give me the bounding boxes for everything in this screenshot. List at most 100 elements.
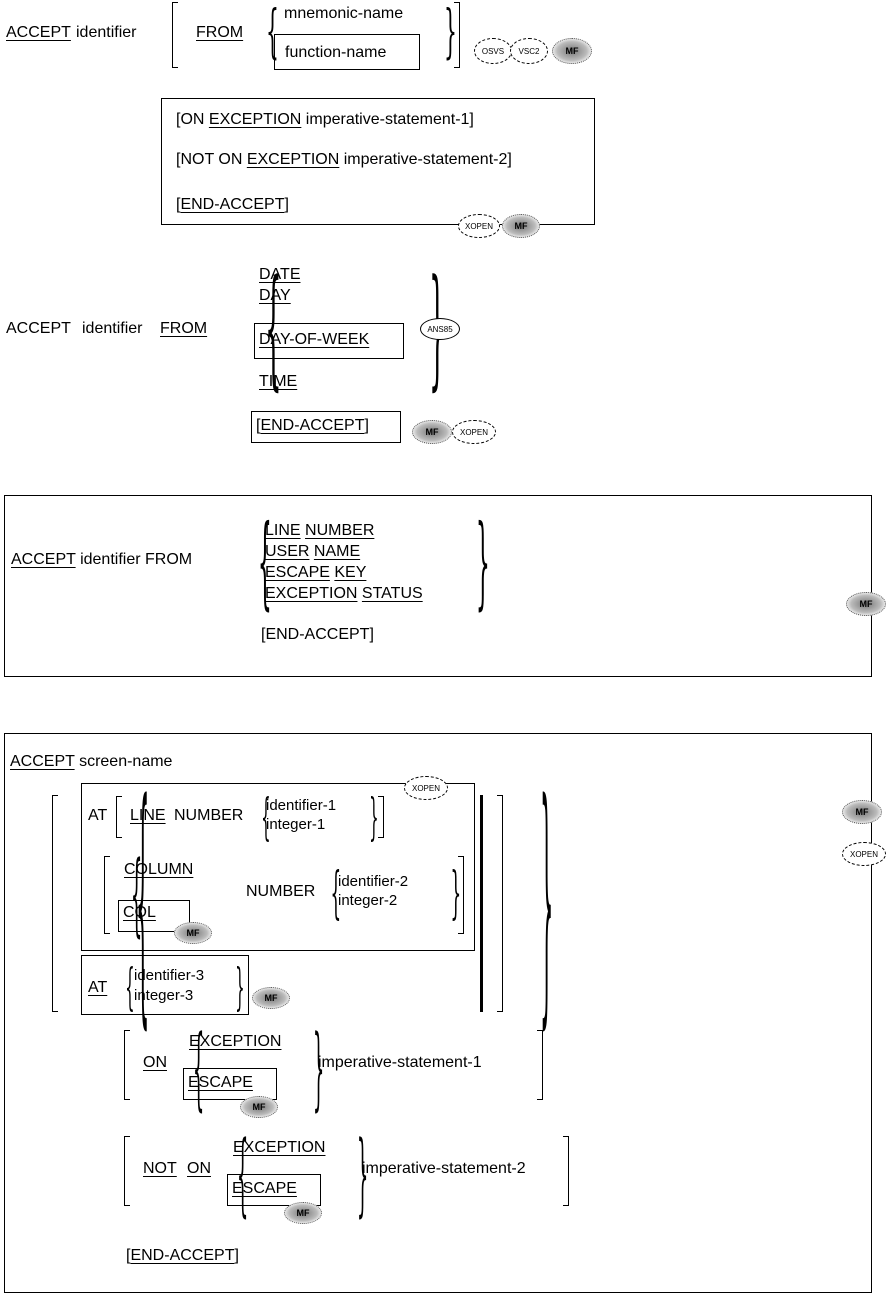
mf-badge: MF (174, 922, 212, 944)
format3-box: ACCEPT identifier FROM { LINE NUMBER USE… (4, 495, 872, 677)
mf-badge: MF (846, 592, 886, 616)
right-brace: } (450, 861, 462, 926)
col-box: COL (118, 900, 190, 932)
accept-screen-name: ACCEPT screen-name (10, 754, 172, 770)
line-bracket-left (116, 796, 122, 838)
mf-badge: MF (284, 1202, 322, 1224)
column-bracket-left (104, 856, 110, 934)
line-close: ] (284, 196, 289, 213)
imperative-statement-1: imperative-statement-1 (318, 1054, 482, 1071)
identifier-label: identifier (82, 320, 143, 337)
not-on-bracket-left (124, 1136, 130, 1206)
option-word: USER (265, 543, 310, 560)
left-brace: { (130, 842, 143, 947)
number-keyword: NUMBER (246, 883, 316, 900)
left-brace: { (265, 0, 279, 65)
not-keyword: NOT (143, 1160, 177, 1177)
accept-keyword: ACCEPT (6, 320, 71, 337)
option-word: LINE (265, 522, 301, 539)
escape-box: ESCAPE (227, 1174, 321, 1206)
right-bracket (454, 2, 460, 68)
left-brace: { (330, 861, 342, 926)
exception-keyword: EXCEPTION (208, 111, 302, 128)
end-accept-box: [END-ACCEPT] (251, 411, 401, 443)
accept-keyword: ACCEPT (11, 551, 76, 568)
at-keyword: AT (88, 807, 108, 824)
mf-badge: MF (240, 1096, 278, 1118)
outer-right-brace: } (540, 749, 554, 1051)
option-word: STATUS (361, 585, 423, 602)
mf-badge: MF (552, 38, 592, 64)
mf-badge: MF (502, 214, 540, 238)
integer-1: integer-1 (266, 816, 326, 833)
identifier-3: identifier-3 (134, 967, 205, 984)
day-option: DAY (259, 287, 291, 304)
end-accept-keyword: END-ACCEPT (180, 196, 285, 213)
left-brace: { (257, 503, 272, 620)
bracket-open: [ (256, 417, 261, 434)
accept-keyword: ACCEPT (6, 24, 71, 41)
on-bracket-right (537, 1030, 543, 1100)
right-brace: } (235, 958, 245, 1016)
line-rest: imperative-statement-1] (301, 111, 474, 128)
identifier-label: identifier (76, 24, 137, 41)
day-of-week-box: DAY-OF-WEEK (254, 323, 404, 359)
right-brace: } (475, 503, 490, 620)
option-word: EXCEPTION (265, 585, 358, 602)
identifier-from-text: identifier FROM (80, 551, 193, 568)
option-word: NUMBER (305, 522, 375, 539)
ans85-badge: ANS85 (420, 318, 460, 340)
osvs-badge: OSVS (474, 38, 512, 64)
escape-keyword: ESCAPE (188, 1074, 253, 1091)
imperative-statement-2: imperative-statement-2 (362, 1160, 526, 1177)
option-word: KEY (334, 564, 367, 581)
from-keyword: FROM (196, 24, 244, 41)
option-list: LINE NUMBER USER NAME ESCAPE KEY EXCEPTI… (265, 520, 423, 604)
end-accept-line: [END-ACCEPT] (176, 197, 289, 213)
exception-keyword: EXCEPTION (246, 151, 340, 168)
end-accept-keyword: END-ACCEPT (260, 417, 365, 434)
day-of-week-option: DAY-OF-WEEK (259, 331, 370, 348)
line-rest: imperative-statement-2] (339, 151, 512, 168)
column-bracket-right (458, 856, 464, 934)
exception-keyword: EXCEPTION (233, 1139, 326, 1156)
integer-2: integer-2 (338, 892, 398, 909)
at-identifier-3-box: AT { identifier-3 integer-3 } (81, 955, 249, 1015)
format4-box (4, 733, 872, 1293)
line-keyword: LINE (130, 807, 166, 824)
escape-keyword: ESCAPE (232, 1180, 297, 1197)
not-on-exception-line: [NOT ON EXCEPTION imperative-statement-2… (176, 152, 512, 168)
exception-keyword: EXCEPTION (189, 1033, 282, 1050)
line-open: [ON (176, 111, 209, 128)
vsc2-badge: VSC2 (510, 38, 548, 64)
function-name: function-name (285, 44, 387, 61)
xopen-badge: XOPEN (404, 776, 448, 800)
integer-3: integer-3 (134, 987, 194, 1004)
identifier-1: identifier-1 (266, 797, 337, 814)
outer-right-bracket (497, 795, 503, 1012)
exception-box: [ON EXCEPTION imperative-statement-1] [N… (161, 98, 595, 225)
line-open: [NOT ON (176, 151, 247, 168)
option-user-name: USER NAME (265, 541, 423, 562)
not-on-bracket-right (563, 1136, 569, 1206)
right-brace: } (443, 0, 457, 65)
end-accept-keyword: END-ACCEPT (130, 1247, 235, 1264)
screen-name: screen-name (79, 753, 173, 770)
date-option: DATE (259, 266, 301, 283)
end-accept-line: [END-ACCEPT] (261, 626, 374, 643)
xopen-badge: XOPEN (842, 842, 886, 866)
time-option: TIME (259, 373, 298, 390)
left-bracket (172, 2, 178, 68)
end-accept-line: [END-ACCEPT] (256, 418, 369, 434)
xopen-badge: XOPEN (452, 420, 496, 444)
option-word: NAME (313, 543, 361, 560)
option-exception-status: EXCEPTION STATUS (265, 583, 423, 604)
right-brace: } (369, 788, 379, 846)
from-keyword: FROM (160, 320, 208, 337)
identifier-2: identifier-2 (338, 873, 409, 890)
mf-badge: MF (412, 420, 452, 444)
mf-badge: MF (842, 800, 882, 824)
end-accept-line: [END-ACCEPT] (126, 1248, 239, 1264)
function-name-box: function-name (274, 34, 420, 70)
option-word: ESCAPE (265, 564, 330, 581)
